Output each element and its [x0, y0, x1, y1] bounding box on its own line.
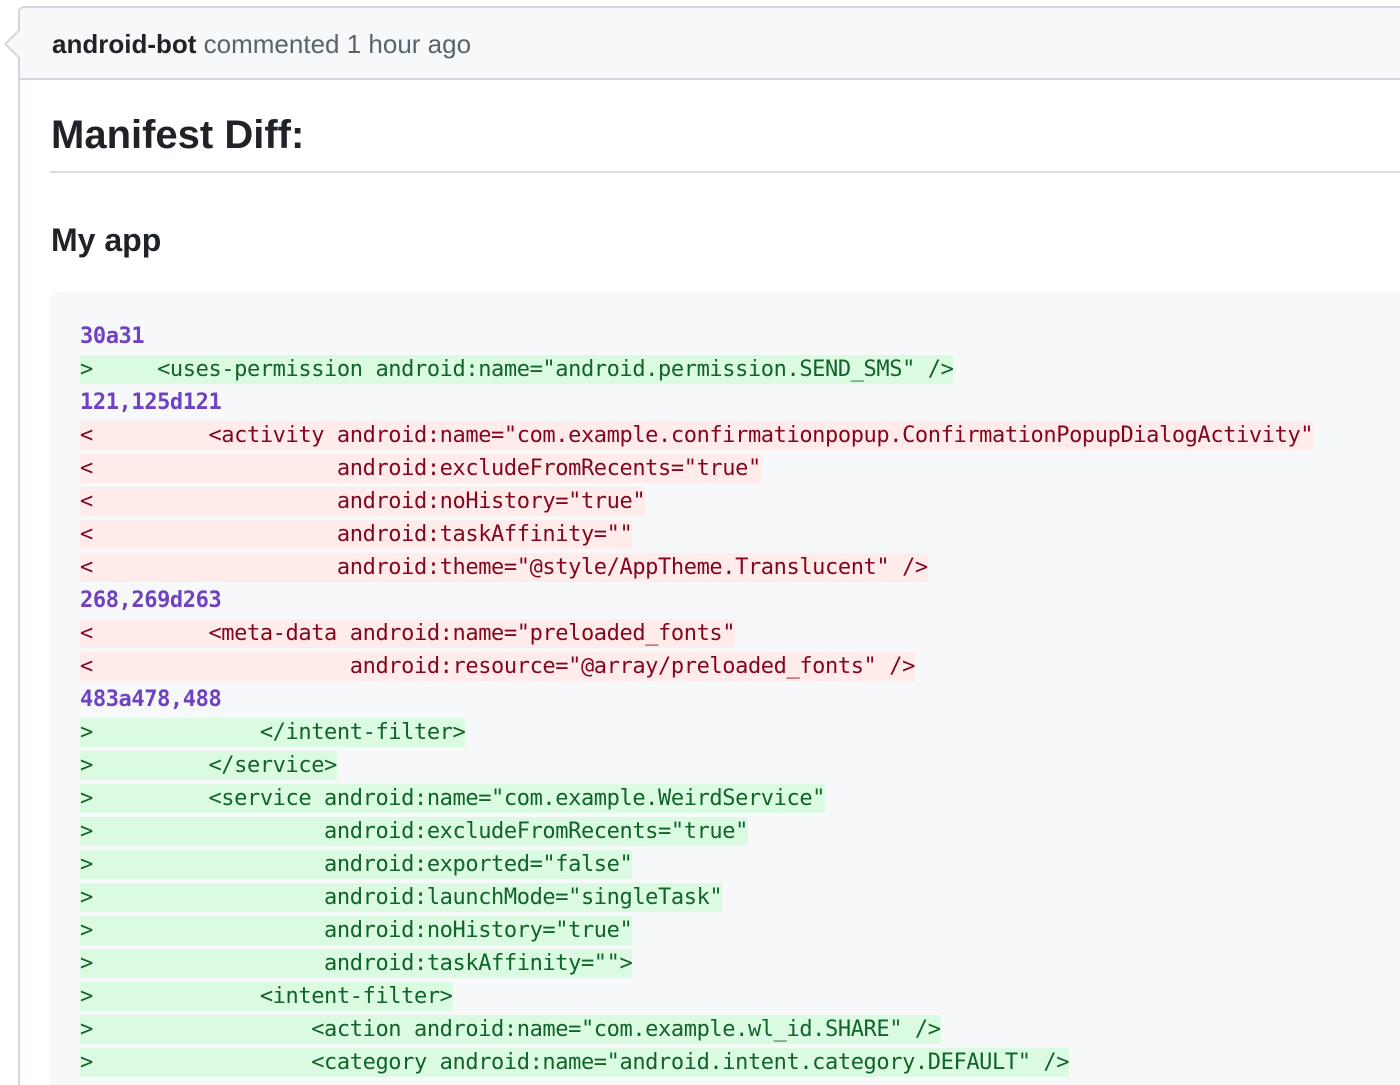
diff-line-del: < android:excludeFromRecents="true": [80, 452, 1313, 485]
diff-line-add: > <category android:name="android.intent…: [80, 1046, 1313, 1079]
diff-line-text: > <service android:name="com.example.Wei…: [80, 784, 826, 813]
diff-line-hunk: 121,125d121: [80, 386, 1313, 419]
comment-timestamp[interactable]: 1 hour ago: [346, 29, 472, 59]
diff-line-text: < android:taskAffinity="": [80, 520, 633, 549]
diff-line-del: < android:resource="@array/preloaded_fon…: [80, 650, 1313, 683]
diff-line-text: > android:excludeFromRecents="true": [80, 817, 748, 846]
diff-line-text: > <action android:name="com.example.wl_i…: [80, 1015, 941, 1044]
manifest-diff-heading: Manifest Diff:: [51, 113, 305, 157]
diff-line-add: > <service android:name="com.example.Wei…: [80, 782, 1313, 815]
diff-line-text: < android:theme="@style/AppTheme.Translu…: [80, 553, 928, 582]
diff-line-text: < android:resource="@array/preloaded_fon…: [80, 652, 915, 681]
diff-line-add: > <action android:name="com.example.wl_i…: [80, 1013, 1313, 1046]
diff-line-text: 483a478,488: [80, 687, 222, 712]
diff-line-text: > android:launchMode="singleTask": [80, 883, 723, 912]
diff-line-hunk: 268,269d263: [80, 584, 1313, 617]
diff-line-add: > <intent-filter>: [80, 980, 1313, 1013]
app-subheading: My app: [51, 222, 162, 258]
diff-line-text: 121,125d121: [80, 390, 222, 415]
diff-line-del: < <activity android:name="com.example.co…: [80, 419, 1314, 452]
diff-line-add: > android:taskAffinity="">: [80, 947, 1313, 980]
diff-line-text: > <uses-permission android:name="android…: [80, 355, 954, 384]
diff-line-add: > android:noHistory="true": [80, 914, 1313, 947]
comment-header: android-bot commented 1 hour ago: [20, 8, 1400, 80]
diff-line-text: < android:excludeFromRecents="true": [80, 454, 761, 483]
diff-line-text: > android:taskAffinity="">: [80, 949, 633, 978]
diff-line-text: > </intent-filter>: [80, 718, 466, 747]
diff-line-del: < <meta-data android:name="preloaded_fon…: [80, 617, 1313, 650]
diff-line-text: < android:noHistory="true": [80, 487, 646, 516]
diff-line-text: 268,269d263: [80, 588, 222, 613]
diff-line-add: > </service>: [80, 749, 1313, 782]
diff-lines: 30a31 > <uses-permission android:name="an…: [80, 320, 1314, 1079]
diff-line-text: > android:noHistory="true": [80, 916, 633, 945]
diff-line-hunk: 30a31: [80, 320, 1313, 353]
comment-meta: android-bot commented 1 hour ago: [52, 28, 471, 60]
diff-line-add: > android:excludeFromRecents="true": [80, 815, 1313, 848]
diff-line-del: < android:taskAffinity="": [80, 518, 1313, 551]
comment-author-link[interactable]: android-bot: [52, 29, 197, 59]
diff-line-text: < <activity android:name="com.example.co…: [80, 421, 1314, 450]
diff-line-text: < <meta-data android:name="preloaded_fon…: [80, 619, 736, 648]
diff-line-add: > <uses-permission android:name="android…: [80, 353, 1313, 386]
diff-line-hunk: 483a478,488: [80, 683, 1313, 716]
comment-action: commented: [203, 29, 340, 59]
diff-line-add: > android:launchMode="singleTask": [80, 881, 1313, 914]
diff-line-add: > </intent-filter>: [80, 716, 1313, 749]
diff-line-del: < android:noHistory="true": [80, 485, 1313, 518]
diff-line-text: 30a31: [80, 324, 145, 349]
diff-line-text: > android:exported="false": [80, 850, 633, 879]
heading-divider: [50, 171, 1400, 173]
diff-line-add: > android:exported="false": [80, 848, 1313, 881]
diff-line-text: > </service>: [80, 751, 337, 780]
diff-line-text: > <category android:name="android.intent…: [80, 1048, 1070, 1077]
diff-line-del: < android:theme="@style/AppTheme.Translu…: [80, 551, 1313, 584]
diff-line-text: > <intent-filter>: [80, 982, 453, 1011]
